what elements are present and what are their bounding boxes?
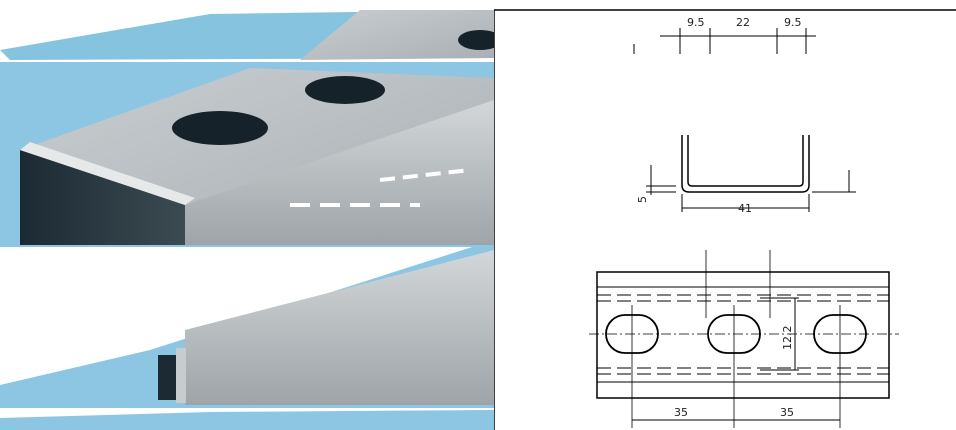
dim-top-middle: 22: [736, 16, 750, 29]
technical-drawing: 9.5 22 9.5 5 41: [494, 9, 956, 430]
section-u-profile: [681, 135, 810, 193]
section-dimensions: [646, 165, 856, 212]
dim-slot-width: 12.2: [781, 326, 794, 351]
dim-flange-height: 5: [636, 196, 649, 203]
channel-photo: [0, 10, 494, 430]
dim-pitch-left: 35: [674, 406, 688, 419]
top-view-dimensions: [633, 28, 816, 54]
dim-top-left: 9.5: [687, 16, 705, 29]
dim-pitch-right: 35: [780, 406, 794, 419]
plan-view: [589, 250, 899, 428]
dim-profile-width: 41: [738, 202, 752, 215]
plan-dimensions: [632, 297, 840, 421]
dim-top-right: 9.5: [784, 16, 802, 29]
